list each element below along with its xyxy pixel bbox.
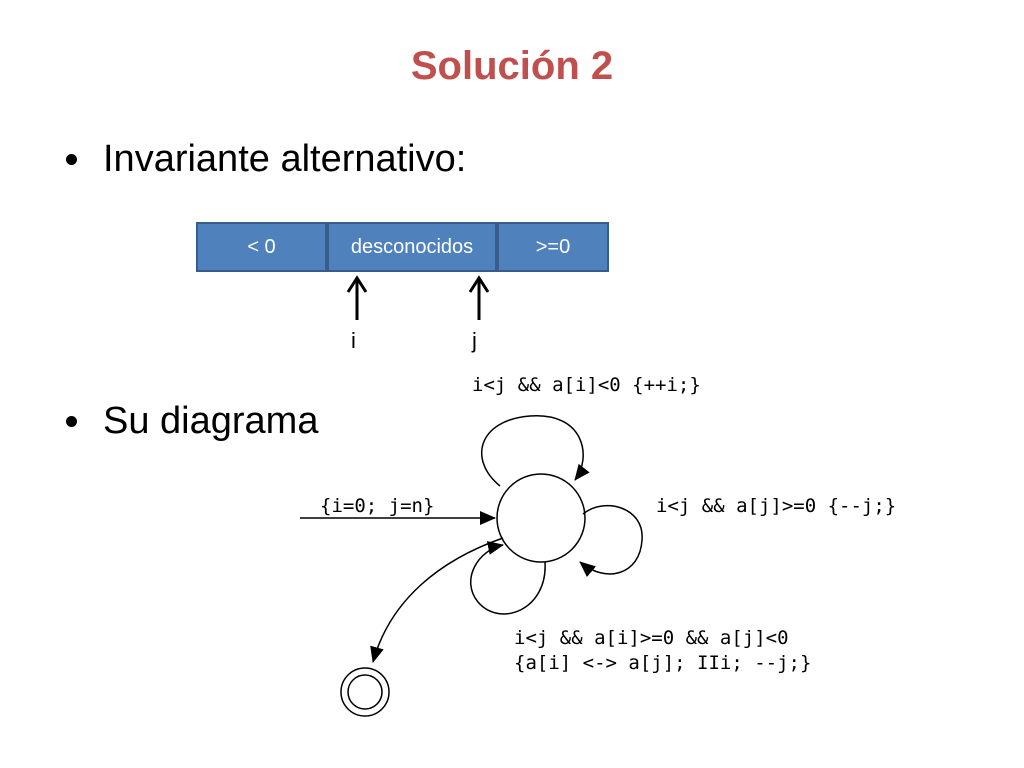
right-loop-label: i<j && a[j]>=0 {--j;} (656, 495, 897, 517)
exit-transition-arrow (370, 537, 504, 663)
segment-negative: < 0 (196, 222, 327, 272)
pointer-arrow-i-icon (346, 275, 368, 320)
segment-unknown: desconocidos (327, 222, 497, 272)
bottom-loop-arrow (469, 541, 546, 615)
bullet-diagram: Su diagrama (66, 400, 318, 443)
bullet-dot-icon (66, 416, 77, 427)
bullet-text: Invariante alternativo: (103, 138, 467, 180)
page-title: Solución 2 (410, 44, 614, 88)
main-state-node (496, 473, 586, 563)
pointer-label-j: j (472, 328, 477, 353)
bottom-loop-label-condition: i<j && a[i]>=0 && a[j]<0 (514, 627, 789, 649)
initial-transition-label: {i=0; j=n} (320, 495, 435, 517)
pointer-arrow-j-icon (468, 275, 490, 320)
pointer-label-i: i (351, 328, 356, 353)
final-state-node (340, 667, 390, 717)
top-loop-arrow (481, 415, 590, 487)
right-loop-arrow (579, 505, 643, 578)
top-loop-label: i<j && a[i]<0 {++i;} (472, 374, 701, 396)
bullet-text: Su diagrama (103, 400, 319, 442)
segment-nonnegative: >=0 (497, 222, 609, 272)
bullet-invariant: Invariante alternativo: (66, 138, 466, 181)
bottom-loop-label-action: {a[i] <-> a[j]; IIi; --j;} (514, 652, 812, 674)
bullet-dot-icon (66, 154, 77, 165)
